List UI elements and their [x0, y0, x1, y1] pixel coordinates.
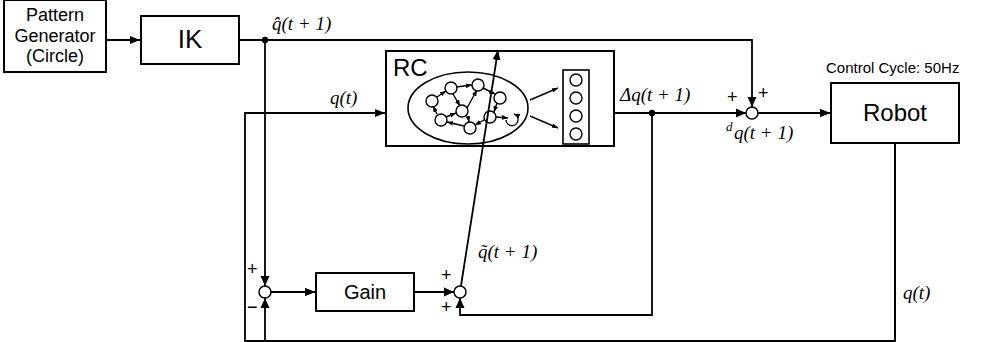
sign-label: +: [758, 84, 769, 104]
arrow-head: [261, 298, 270, 308]
signal-label: q̃(t + 1): [478, 242, 537, 263]
sign-label: +: [441, 266, 452, 286]
process-box: Pattern Generator (Circle): [3, 0, 107, 73]
process-box: IK: [140, 15, 240, 65]
signal-label: q(t + 1): [734, 123, 793, 144]
feedback-wire: [460, 113, 652, 315]
arrow-head: [456, 298, 465, 308]
signal-arrow: [245, 113, 895, 341]
robot-box: Robot: [830, 82, 960, 144]
signal-arrow: [107, 39, 140, 41]
arrow-head: [748, 97, 757, 107]
signal-label: q(t): [330, 88, 357, 109]
signal-label: Δq(t + 1): [620, 85, 690, 106]
signal-label: q(t): [903, 283, 930, 304]
signal-arrow: [240, 40, 315, 292]
arrow-head: [736, 109, 746, 118]
signal-arrow: [265, 144, 895, 341]
sign-label: −: [247, 298, 258, 318]
summing-junction: [746, 107, 758, 119]
reservoir-block: RC: [385, 50, 615, 147]
box-label: Robot: [863, 99, 927, 127]
sign-label: +: [441, 298, 452, 318]
sign-label: +: [247, 260, 258, 280]
summing-junction: [259, 286, 271, 298]
signal-label: q̂(t + 1): [272, 14, 331, 35]
branch-dot: [262, 37, 268, 43]
superscript-label: d: [726, 120, 733, 134]
branch-dot: [649, 110, 655, 116]
note-label: Control Cycle: 50Hz: [826, 60, 959, 77]
arrow-head: [444, 288, 454, 297]
signal-arrow: [615, 112, 830, 114]
sign-label: +: [727, 88, 738, 108]
reservoir-illustration: [408, 70, 589, 144]
box-label: Pattern Generator (Circle): [9, 5, 101, 67]
process-box: Gain: [315, 272, 415, 312]
arrow-head: [261, 276, 270, 286]
block-heading: RC: [393, 54, 428, 82]
box-label: IK: [178, 25, 203, 55]
box-label: Gain: [344, 281, 386, 304]
summing-junction: [454, 286, 466, 298]
